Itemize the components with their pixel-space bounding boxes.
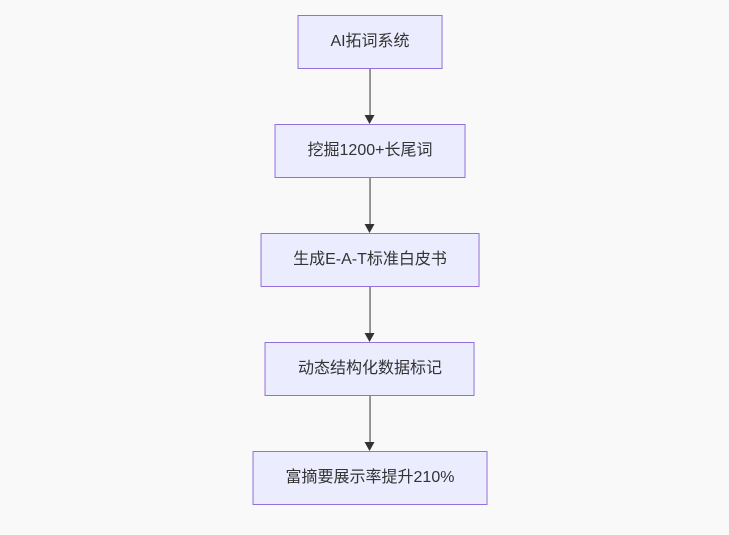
node-label: 生成E-A-T标准白皮书 (293, 251, 447, 268)
arrow-down-icon (365, 224, 375, 233)
arrow-down-icon (365, 115, 375, 124)
arrow-line (369, 287, 371, 333)
flowchart: AI拓词系统 挖掘1200+长尾词 生成E-A-T标准白皮书 动态结构化数据标记 (252, 15, 488, 505)
arrow-down-icon (365, 333, 375, 342)
node-rich-snippet-result: 富摘要展示率提升210% (252, 451, 488, 505)
node-label: 动态结构化数据标记 (297, 360, 442, 377)
node-ai-keyword-system: AI拓词系统 (297, 15, 443, 69)
node-label: AI拓词系统 (330, 33, 410, 50)
arrow-line (369, 69, 371, 115)
arrow-down-icon (365, 442, 375, 451)
flow-arrow-2 (365, 178, 375, 233)
node-eat-whitepaper: 生成E-A-T标准白皮书 (260, 233, 480, 287)
node-longtail-mining: 挖掘1200+长尾词 (274, 124, 466, 178)
flow-arrow-1 (365, 69, 375, 124)
arrow-line (369, 178, 371, 224)
node-label: 挖掘1200+长尾词 (307, 142, 433, 159)
flow-arrow-3 (365, 287, 375, 342)
node-label: 富摘要展示率提升210% (285, 469, 455, 486)
node-structured-data-markup: 动态结构化数据标记 (264, 342, 475, 396)
flow-arrow-4 (365, 396, 375, 451)
arrow-line (369, 396, 371, 442)
